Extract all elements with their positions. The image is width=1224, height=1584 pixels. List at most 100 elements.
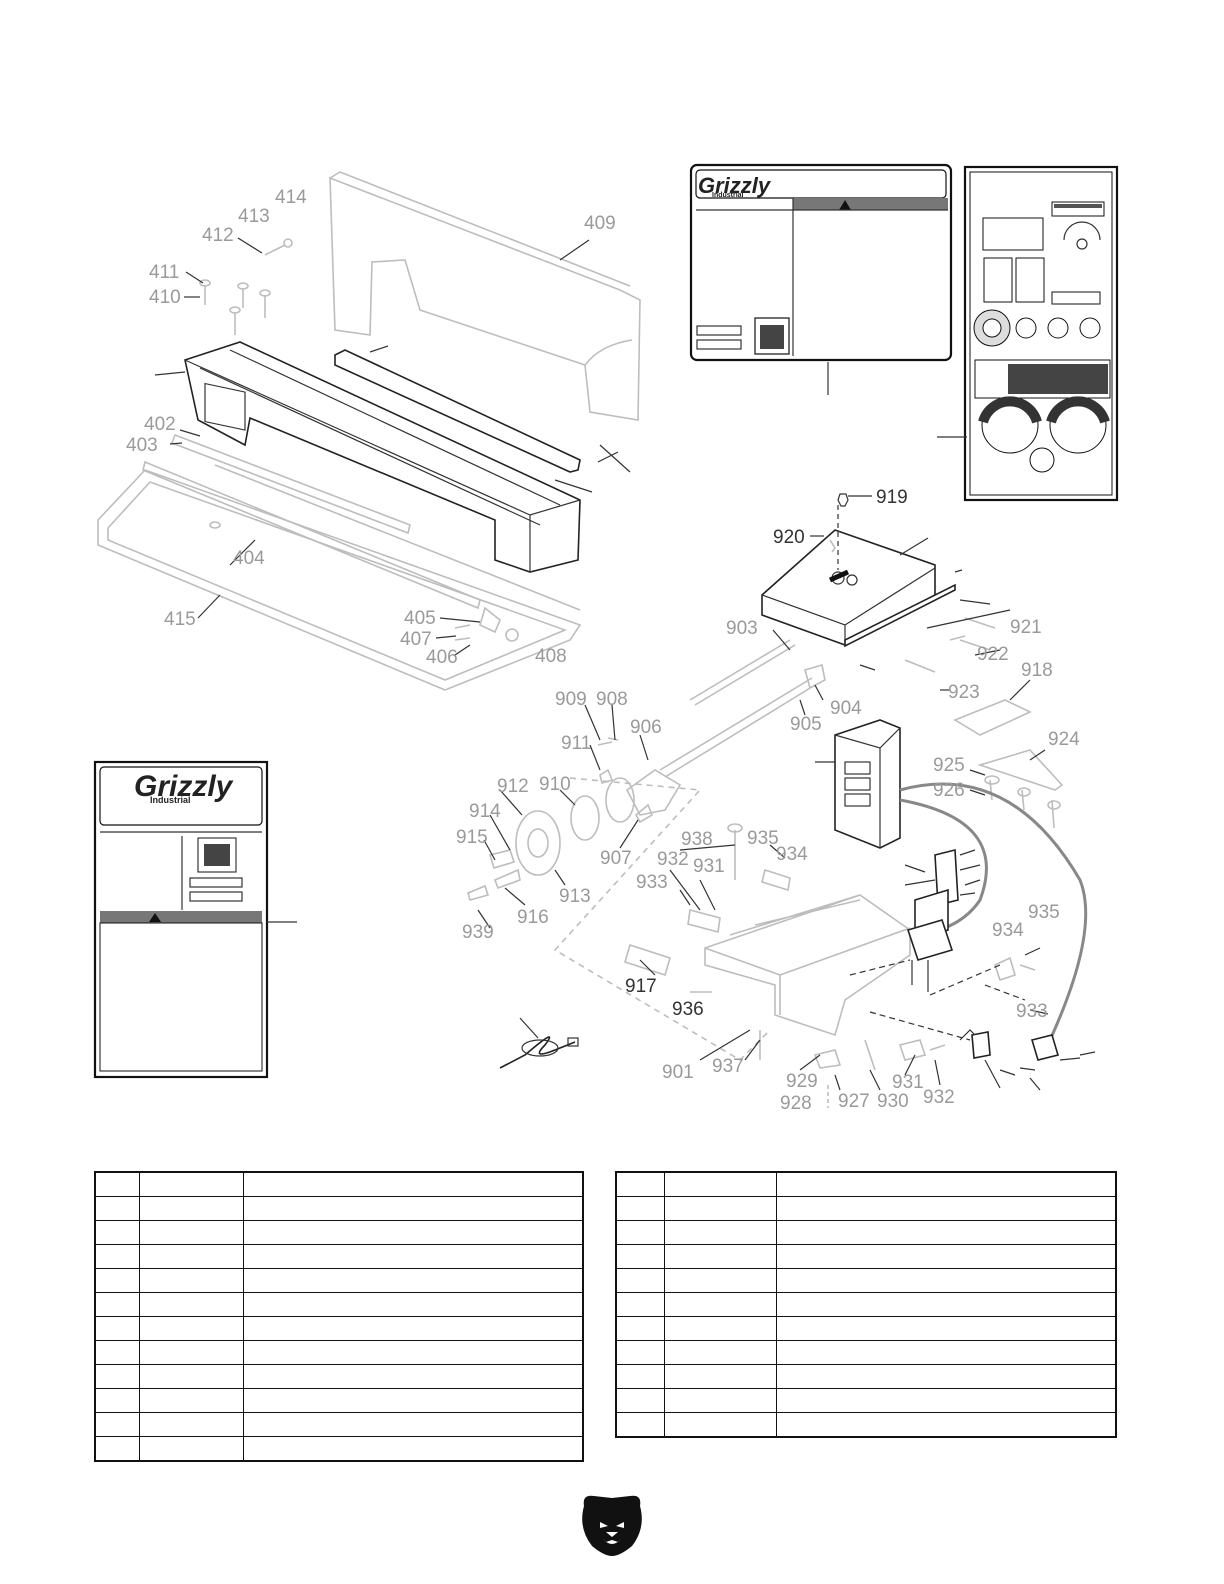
table-row	[615, 1268, 1117, 1293]
table-cell	[138, 1340, 244, 1365]
table-cell	[615, 1196, 665, 1221]
table-cell	[242, 1316, 584, 1341]
table-cell	[775, 1412, 1117, 1438]
label-925: 925	[933, 755, 965, 776]
label-913: 913	[559, 886, 591, 907]
label-904: 904	[830, 698, 862, 719]
table-cell	[94, 1292, 140, 1317]
table-cell	[775, 1388, 1117, 1413]
label-415: 415	[164, 609, 196, 630]
table-cell	[663, 1292, 777, 1317]
label-918: 918	[1021, 660, 1053, 681]
lathe-bed	[184, 341, 581, 573]
label-922: 922	[977, 644, 1009, 665]
table-row	[615, 1171, 1117, 1197]
table-cell	[138, 1220, 244, 1245]
label-926: 926	[933, 780, 965, 801]
label-921: 921	[1010, 617, 1042, 638]
rack-and-pan	[97, 433, 582, 691]
label-408: 408	[535, 646, 567, 667]
label-407: 407	[400, 629, 432, 650]
label-915: 915	[456, 827, 488, 848]
label-905: 905	[790, 714, 822, 735]
control-panel	[937, 165, 1119, 502]
label-930: 930	[877, 1091, 909, 1112]
table-cell	[615, 1268, 665, 1293]
label-405: 405	[404, 608, 436, 629]
table-cell	[663, 1171, 777, 1197]
table-cell	[94, 1316, 140, 1341]
table-row	[94, 1171, 584, 1197]
label-901: 901	[662, 1062, 694, 1083]
rail-bar	[334, 349, 581, 473]
table-cell	[138, 1196, 244, 1221]
label-402: 402	[144, 414, 176, 435]
table-row	[615, 1196, 1117, 1221]
label-928: 928	[780, 1093, 812, 1114]
label-914: 914	[469, 801, 501, 822]
label-939: 939	[462, 922, 494, 943]
label-903: 903	[726, 618, 758, 639]
table-cell	[663, 1412, 777, 1438]
label-935a: 935	[747, 828, 779, 849]
table-cell	[242, 1340, 584, 1365]
label-920: 920	[773, 527, 805, 548]
table-cell	[94, 1196, 140, 1221]
table-cell	[615, 1412, 665, 1438]
label-933b: 933	[1016, 1001, 1048, 1022]
label-412: 412	[202, 225, 234, 246]
label-406: 406	[426, 647, 458, 668]
table-cell	[615, 1364, 665, 1389]
label-403: 403	[126, 435, 158, 456]
table-cell	[775, 1292, 1117, 1317]
label-931a: 931	[693, 856, 725, 877]
tension-parts	[859, 599, 1064, 829]
bear-head-icon	[582, 1495, 642, 1556]
leaders-right	[477, 609, 1046, 1091]
table-row	[94, 1436, 584, 1462]
label-410: 410	[149, 287, 181, 308]
table-cell	[663, 1220, 777, 1245]
table-cell	[138, 1292, 244, 1317]
table-cell	[663, 1364, 777, 1389]
table-row	[94, 1196, 584, 1221]
table-cell	[615, 1340, 665, 1365]
label-908: 908	[596, 689, 628, 710]
table-cell	[775, 1244, 1117, 1269]
table-cell	[138, 1316, 244, 1341]
warning-label	[93, 760, 297, 1079]
table-cell	[242, 1412, 584, 1437]
table-cell	[663, 1340, 777, 1365]
callout-labels: 414 413 412 411 410 409 402 403 404 415 …	[126, 187, 1080, 1114]
label-917: 917	[625, 976, 657, 997]
table-cell	[775, 1196, 1117, 1221]
table-cell	[138, 1268, 244, 1293]
label-938: 938	[681, 829, 713, 850]
table-row	[94, 1364, 584, 1389]
table-cell	[242, 1388, 584, 1413]
label-906: 906	[630, 717, 662, 738]
table-row	[94, 1340, 584, 1365]
table-row	[615, 1340, 1117, 1365]
table-cell	[242, 1196, 584, 1221]
label-924: 924	[1048, 729, 1080, 750]
table-cell	[663, 1388, 777, 1413]
table-cell	[138, 1244, 244, 1269]
table-cell	[775, 1220, 1117, 1245]
table-row	[94, 1412, 584, 1437]
table-cell	[242, 1436, 584, 1462]
table-cell	[775, 1171, 1117, 1197]
logo-subtext-top: Industrial	[712, 192, 744, 199]
label-414: 414	[275, 187, 307, 208]
label-934a: 934	[776, 844, 808, 865]
headstock-cover	[761, 493, 963, 648]
table-cell	[138, 1364, 244, 1389]
label-411: 411	[149, 262, 179, 283]
table-cell	[242, 1244, 584, 1269]
grizzly-logo-left: Grizzly Industrial	[134, 770, 234, 805]
label-934b: 934	[992, 920, 1024, 941]
table-row	[615, 1292, 1117, 1317]
label-919: 919	[876, 487, 908, 508]
table-row	[615, 1316, 1117, 1341]
table-cell	[615, 1292, 665, 1317]
